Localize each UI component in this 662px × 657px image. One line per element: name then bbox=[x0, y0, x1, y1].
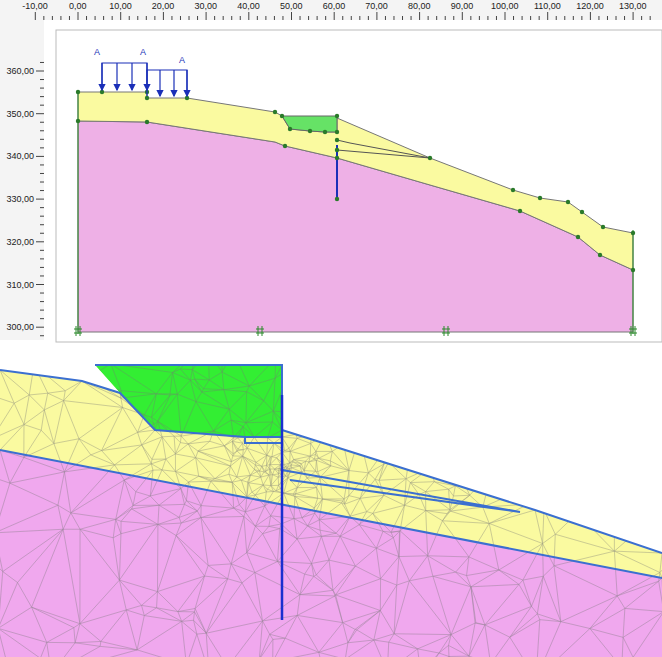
load-arrow bbox=[173, 70, 174, 96]
ruler-value: 80,00 bbox=[408, 1, 431, 11]
geometry-point bbox=[335, 138, 339, 142]
load-arrow bbox=[116, 63, 117, 90]
ruler-value: 360,00 bbox=[6, 66, 34, 76]
ruler-value: 310,00 bbox=[6, 280, 34, 290]
sky-mask bbox=[0, 357, 662, 553]
left-ruler bbox=[0, 20, 44, 340]
ruler-value: 20,00 bbox=[152, 1, 175, 11]
load-arrow bbox=[101, 63, 102, 90]
ruler-value: 10,00 bbox=[109, 1, 132, 11]
geometry-point bbox=[145, 96, 149, 100]
boundary bbox=[78, 90, 79, 334]
geometry-point bbox=[283, 144, 287, 148]
geometry-point bbox=[538, 196, 542, 200]
soil-layer bbox=[78, 92, 633, 270]
fill-block bbox=[95, 365, 282, 437]
geometry-point bbox=[566, 200, 570, 204]
load-label: A bbox=[140, 47, 146, 57]
load-arrow bbox=[186, 70, 187, 96]
distributed-load bbox=[102, 63, 187, 96]
geometry-point bbox=[273, 110, 277, 114]
ruler-value: 330,00 bbox=[6, 194, 34, 204]
load-arrow bbox=[131, 63, 132, 90]
load-arrows bbox=[102, 63, 187, 96]
geometry-point bbox=[335, 156, 339, 160]
ruler-value: 340,00 bbox=[6, 151, 34, 161]
ruler-value: 100,00 bbox=[491, 1, 519, 11]
geometry-point bbox=[335, 148, 339, 152]
ruler-value: 130,00 bbox=[619, 1, 647, 11]
load-label: A bbox=[179, 55, 185, 65]
wall-element bbox=[281, 395, 284, 620]
ruler-value: 110,00 bbox=[534, 1, 561, 11]
drawing-frame bbox=[56, 30, 662, 342]
ruler-value: -10,00 bbox=[22, 1, 48, 11]
load-arrow bbox=[146, 63, 147, 90]
fe-mesh bbox=[0, 357, 662, 657]
ruler-value: 0,00 bbox=[69, 1, 87, 11]
geometry-point bbox=[580, 210, 584, 214]
geometry-point bbox=[428, 156, 432, 160]
top-ruler bbox=[0, 0, 662, 20]
boundary bbox=[633, 230, 634, 334]
geometry-point bbox=[335, 197, 339, 201]
geometry-point bbox=[100, 90, 104, 94]
fixities bbox=[74, 326, 637, 336]
geometry-point bbox=[76, 119, 80, 123]
geometry-point bbox=[631, 268, 635, 272]
geometry-point bbox=[308, 129, 312, 133]
mesh-view bbox=[0, 357, 662, 657]
ruler-value: 350,00 bbox=[6, 109, 34, 119]
load-arrow bbox=[159, 70, 160, 96]
wall-element bbox=[336, 145, 338, 199]
ruler-value: 70,00 bbox=[365, 1, 388, 11]
ruler-value: 50,00 bbox=[280, 1, 303, 11]
ruler-value: 300,00 bbox=[6, 322, 34, 332]
geometry-point bbox=[576, 235, 580, 239]
ruler-value: 120,00 bbox=[576, 1, 604, 11]
ruler-value: 40,00 bbox=[237, 1, 260, 11]
geometry-point bbox=[185, 96, 189, 100]
mesh-boundaries bbox=[0, 365, 662, 578]
ruler-value: 320,00 bbox=[6, 237, 34, 247]
load-label: A bbox=[94, 47, 100, 57]
geometry-point bbox=[335, 130, 339, 134]
geometry-point bbox=[601, 225, 605, 229]
geometry-point bbox=[76, 90, 80, 94]
geometry-view bbox=[74, 63, 637, 336]
ruler-ticks bbox=[35, 12, 650, 336]
mesh-triangles bbox=[0, 357, 662, 657]
ruler-value: 60,00 bbox=[323, 1, 346, 11]
geometry-point bbox=[511, 188, 515, 192]
geometry-point bbox=[323, 130, 327, 134]
geometry-point bbox=[145, 120, 149, 124]
geometry-points bbox=[76, 90, 635, 272]
geometry-point bbox=[335, 114, 339, 118]
geogrid-line bbox=[337, 140, 430, 158]
geometry-point bbox=[631, 231, 635, 235]
ruler-value: 90,00 bbox=[451, 1, 474, 11]
geometry-point bbox=[598, 253, 602, 257]
ruler-value: 30,00 bbox=[195, 1, 218, 11]
geometry-point bbox=[280, 114, 284, 118]
geometry-point bbox=[518, 209, 522, 213]
geometry-point bbox=[288, 127, 292, 131]
geogrid-line bbox=[337, 150, 430, 158]
